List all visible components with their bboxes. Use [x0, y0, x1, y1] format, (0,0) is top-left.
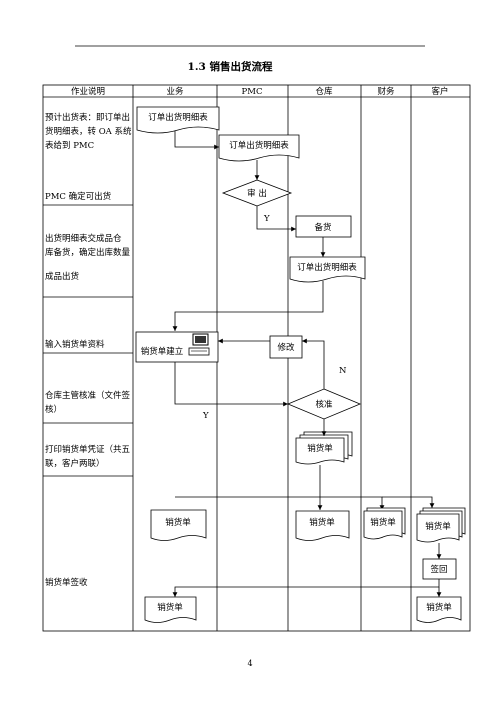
modify-box: 修改	[269, 335, 303, 359]
column-header-finance: 财务	[377, 86, 395, 97]
order-detail-doc-business: 订单出货明细表	[136, 106, 220, 134]
flow-arrow	[256, 206, 296, 232]
description-input-sales-order: 输入销货单资料	[45, 340, 105, 350]
approve-decision-diamond: 核准	[286, 388, 362, 420]
stock-prep-box: 备货	[295, 215, 352, 238]
order-detail-doc-warehouse: 订单出货明细表	[289, 256, 366, 283]
svg-text:销货单: 销货单	[157, 602, 183, 613]
description-pmc-confirm: PMC 确定可出货	[45, 192, 112, 202]
svg-text:销货单: 销货单	[309, 517, 335, 528]
svg-text:销货单建立: 销货单建立	[141, 346, 184, 357]
sales-order-doc-warehouse: 销货单	[295, 510, 350, 541]
sales-order-doc-customer-final: 销货单	[416, 596, 462, 623]
flow-arrow	[382, 496, 435, 508]
flow-arrow	[174, 362, 288, 407]
svg-text:修改: 修改	[277, 342, 295, 353]
svg-text:销货单: 销货单	[165, 517, 191, 528]
svg-text:审 出: 审 出	[247, 188, 267, 199]
sign-back-box: 签回	[422, 558, 457, 580]
sales-order-print-stack: 销货单	[295, 431, 353, 465]
approve-yes-label: Y	[202, 411, 209, 421]
svg-text:订单出货明细表: 订单出货明细表	[229, 140, 289, 151]
computer-icon	[188, 333, 210, 356]
page-title: 1.3 销售出货流程	[188, 60, 273, 73]
description-warehouse-approval: 仓库主管核准（文件签 核）	[45, 391, 131, 415]
flow-arrow	[172, 281, 324, 331]
column-header-warehouse: 仓库	[315, 86, 333, 97]
column-header-description: 作业说明	[71, 86, 105, 97]
approve-no-label: N	[339, 366, 347, 376]
sales-order-doc-customer: 销货单	[416, 507, 466, 543]
svg-text:订单出货明细表: 订单出货明细表	[297, 262, 357, 273]
page-number: 4	[247, 659, 253, 668]
svg-text:销货单: 销货单	[426, 602, 452, 613]
flow-arrow	[302, 338, 325, 389]
svg-text:销货单: 销货单	[307, 443, 333, 454]
svg-text:销货单: 销货单	[425, 521, 451, 532]
column-header-business: 业务	[166, 86, 184, 97]
description-print-sales-order: 打印销货单凭证（共五 联，客户两联）	[45, 445, 131, 469]
column-header-customer: 客户	[431, 86, 448, 97]
review-yes-label: Y	[263, 214, 270, 224]
description-sign-receipt: 销货单签收	[45, 578, 88, 588]
sales-order-doc-business-final: 销货单	[144, 596, 197, 623]
description-shipment: 成品出货	[45, 272, 80, 282]
flow-arrow	[174, 131, 219, 150]
svg-text:备货: 备货	[314, 222, 332, 233]
distribution-line	[175, 465, 321, 498]
svg-text:订单出货明细表: 订单出货明细表	[148, 112, 208, 123]
swimlane-table	[42, 84, 471, 632]
sales-order-doc-business: 销货单	[150, 509, 207, 541]
svg-text:核准: 核准	[315, 399, 333, 410]
flow-arrow	[172, 579, 440, 597]
sales-order-doc-finance: 销货单	[363, 507, 406, 540]
review-decision-diamond: 审 出	[221, 179, 293, 207]
column-header-pmc: PMC	[242, 87, 263, 97]
description-stock-prep: 出货明细表交成品仓 库备货，确定出库数量	[45, 234, 131, 258]
svg-text:销货单: 销货单	[370, 517, 396, 528]
description-order-forecast: 预计出货表：即订单出 货明细表，转 OA 系统 表给到 PMC	[45, 113, 132, 151]
order-detail-doc-pmc: 订单出货明细表	[218, 134, 300, 162]
svg-text:签回: 签回	[430, 564, 447, 575]
